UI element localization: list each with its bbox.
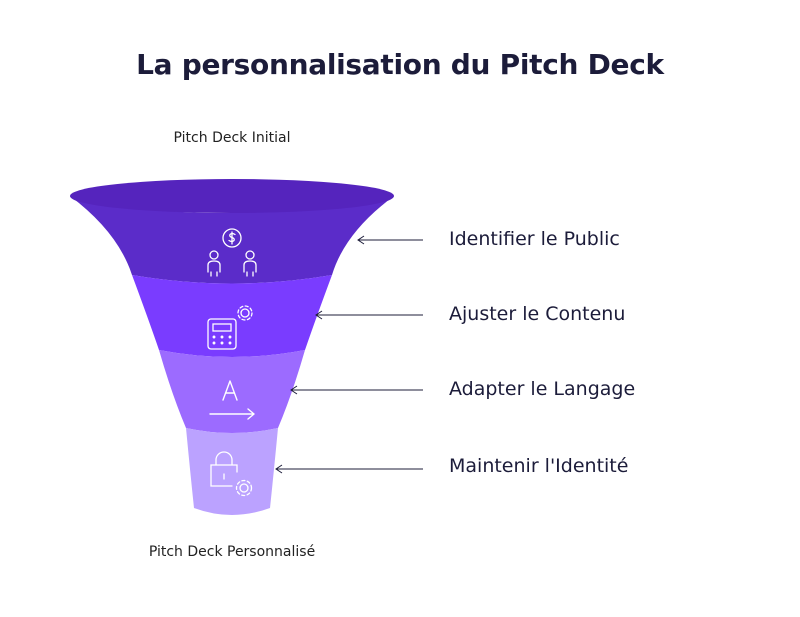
funnel-segment-4 xyxy=(186,428,278,515)
page-title: La personnalisation du Pitch Deck xyxy=(136,48,664,81)
calculator-gear-icon xyxy=(207,305,253,350)
pointer-arrows xyxy=(275,235,423,474)
step-label-2: Ajuster le Contenu xyxy=(449,303,626,325)
step-label-1: Identifier le Public xyxy=(449,228,620,250)
funnel-segment-2 xyxy=(132,275,332,357)
funnel-rim xyxy=(70,179,394,213)
step-label-4: Maintenir l'Identité xyxy=(449,455,629,477)
step-label-3: Adapter le Langage xyxy=(449,378,636,400)
audience-money-icon xyxy=(207,228,257,277)
funnel-top-label: Pitch Deck Initial xyxy=(173,130,291,146)
funnel-segment-3 xyxy=(159,350,305,433)
lock-gear-icon xyxy=(210,451,253,497)
text-arrow-icon xyxy=(209,380,255,420)
funnel-bottom-label: Pitch Deck Personnalisé xyxy=(148,544,316,560)
